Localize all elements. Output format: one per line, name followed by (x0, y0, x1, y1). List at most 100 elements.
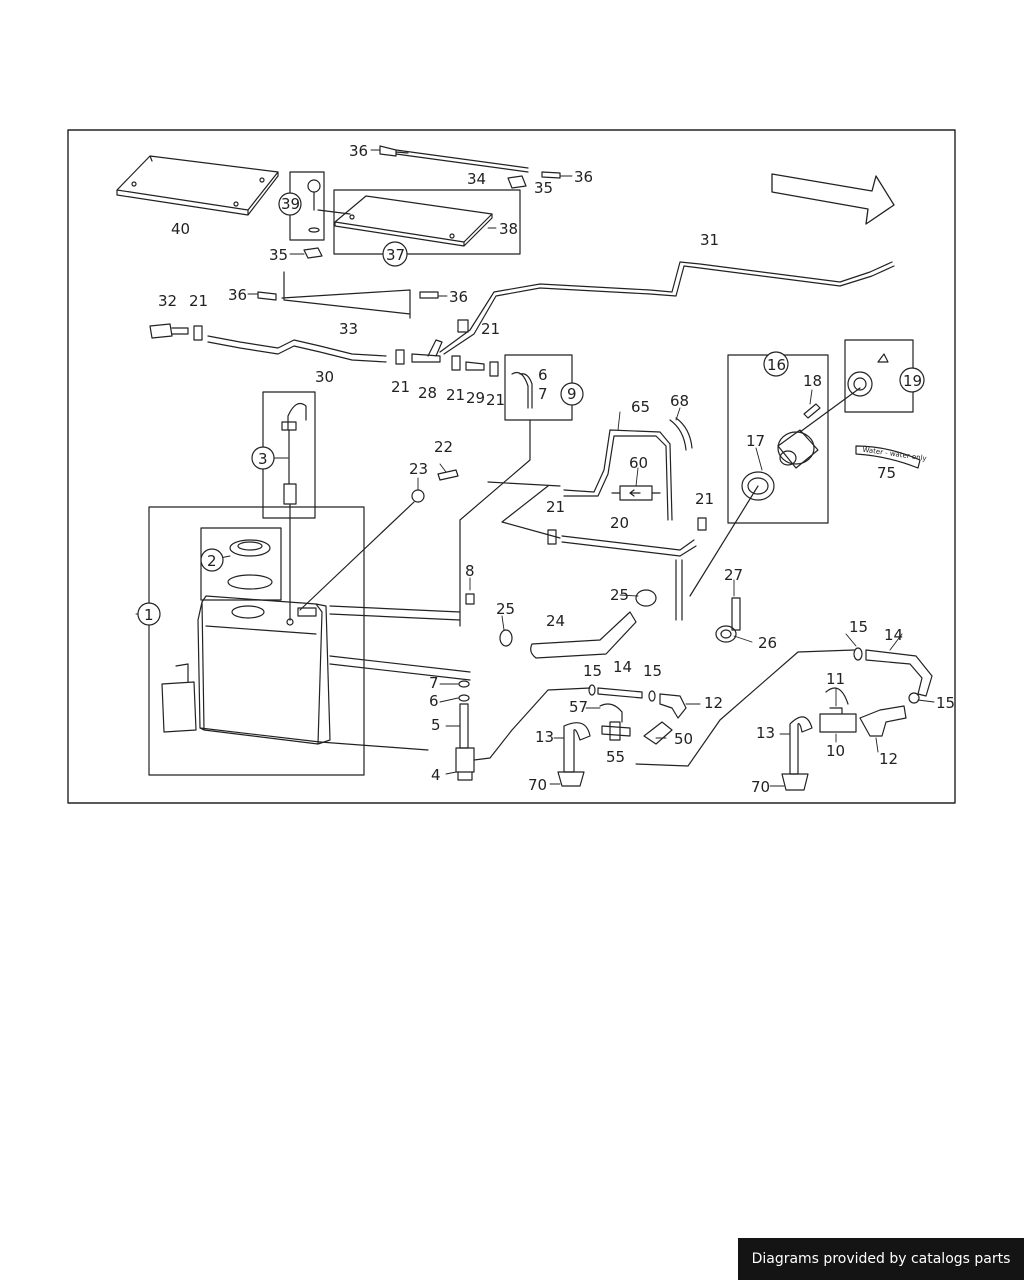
part-label-36: 36 (349, 142, 368, 160)
callout-circle-39 (278, 192, 302, 216)
pump-4 (455, 747, 475, 781)
part-label-9: 9 (567, 385, 577, 403)
tank-1-port (286, 618, 294, 626)
part-label-33: 33 (339, 320, 358, 338)
pump-line (319, 687, 591, 761)
ring-17-inner (747, 477, 769, 495)
tee-fitting (427, 339, 443, 357)
part-label-14: 14 (613, 658, 632, 676)
diagram-frame (67, 129, 956, 804)
filler-line (689, 387, 861, 597)
part-label-55: 55 (606, 748, 625, 766)
plate-40-hole (131, 181, 137, 187)
guide-lines (501, 485, 683, 621)
tee-55 (601, 721, 631, 741)
valve-10 (819, 707, 857, 733)
part-label-70: 70 (751, 778, 770, 796)
filler-neck-bore (779, 450, 797, 466)
part-label-22: 22 (434, 438, 453, 456)
part-label-15: 15 (849, 618, 868, 636)
cap-19-tag (877, 353, 889, 363)
part-label-15: 15 (936, 694, 955, 712)
clamp-21-c (451, 355, 461, 371)
clamp-26-inner (720, 629, 732, 639)
hose-68 (669, 417, 693, 451)
fitting-32 (149, 323, 189, 339)
part-label-23: 23 (409, 460, 428, 478)
part-label-21: 21 (391, 378, 410, 396)
tube-65 (563, 429, 673, 521)
part-label-20: 20 (610, 514, 629, 532)
tube-31 (439, 261, 895, 355)
part-label-12: 12 (879, 750, 898, 768)
part-label-21: 21 (446, 386, 465, 404)
clamp-21-f (547, 529, 557, 545)
gasket-2 (227, 574, 273, 590)
part-label-21: 21 (695, 490, 714, 508)
screw-36-d (419, 291, 439, 299)
vent-line (459, 419, 531, 627)
rod-33 (281, 271, 411, 319)
part-label-27: 27 (724, 566, 743, 584)
tank-1-cover (297, 607, 317, 617)
hose-24 (530, 611, 637, 659)
part-label-13: 13 (756, 724, 775, 742)
plate-37-hole (449, 233, 455, 239)
clamp-21-e (457, 319, 469, 333)
cap-2 (229, 539, 271, 557)
part-label-40: 40 (171, 220, 190, 238)
part-label-70: 70 (528, 776, 547, 794)
callout-circle-37 (382, 241, 408, 267)
cap-19 (847, 371, 873, 397)
part-label-57: 57 (569, 698, 588, 716)
elbow-12-b (859, 705, 907, 737)
clamp-21-d (489, 361, 499, 377)
foot-70-b (781, 773, 809, 791)
part-label-4: 4 (431, 766, 441, 784)
tank-1-detail (199, 625, 321, 743)
plate-37-hole (349, 214, 355, 220)
part-label-30: 30 (315, 368, 334, 386)
part-label-19: 19 (903, 372, 922, 390)
washer-6 (458, 694, 470, 702)
part-label-36: 36 (228, 286, 247, 304)
part-label-21: 21 (481, 320, 500, 338)
hook-39 (307, 179, 321, 193)
plate-40 (116, 155, 279, 216)
part-label-21: 21 (486, 391, 505, 409)
clamp-21-a (193, 325, 203, 341)
ring-17 (741, 471, 775, 501)
clamp-25-b (635, 589, 657, 607)
line-23 (299, 481, 561, 611)
tube-30 (207, 335, 387, 363)
hose-20 (561, 535, 697, 557)
part-label-8: 8 (465, 562, 475, 580)
handle-11 (825, 687, 849, 705)
part-label-35: 35 (534, 179, 553, 197)
part-label-39: 39 (281, 195, 300, 213)
callout-circle-1 (137, 602, 161, 626)
filler-neck-face (777, 431, 815, 465)
part-label-36: 36 (449, 288, 468, 306)
elbow-13-a (563, 722, 591, 773)
tank-1-bracket (161, 663, 197, 733)
part-label-21: 21 (189, 292, 208, 310)
part-label-26: 26 (758, 634, 777, 652)
part-label-7: 7 (538, 385, 548, 403)
callout-circle-3 (251, 446, 275, 470)
part-label-6: 6 (429, 692, 439, 710)
cap-2-inner (237, 541, 263, 551)
part-label-6: 6 (538, 366, 548, 384)
part-label-12: 12 (704, 694, 723, 712)
part-label-25: 25 (496, 600, 515, 618)
part-label-1: 1 (144, 606, 154, 624)
hook-39-stem (313, 191, 351, 215)
part-label-65: 65 (631, 398, 650, 416)
part-label-68: 68 (670, 392, 689, 410)
part-label-13: 13 (535, 728, 554, 746)
part-label-60: 60 (629, 454, 648, 472)
tube-14-a (597, 687, 643, 699)
footer-credit[interactable]: Diagrams provided by catalogs parts (738, 1238, 1024, 1280)
foot-70-a (557, 771, 585, 787)
